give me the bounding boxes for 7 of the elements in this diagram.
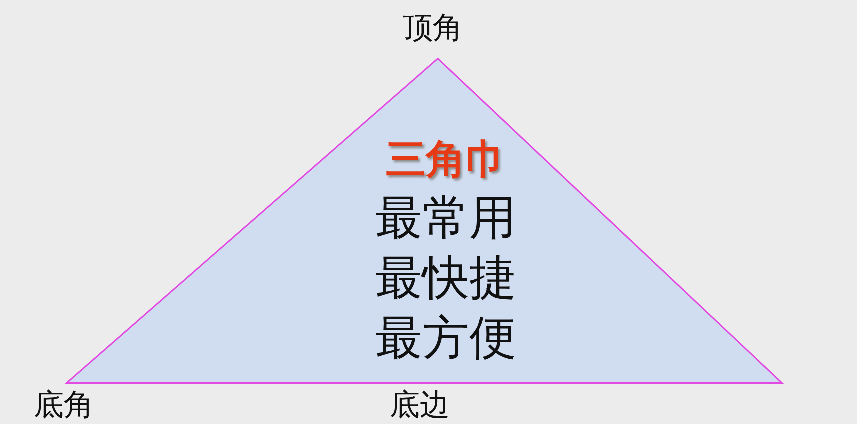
phrase-text: 最快捷 [376, 255, 516, 302]
vertex-label: 顶角 [403, 14, 463, 44]
base-label: 底边 [390, 391, 450, 421]
phrase-text: 最常用 [376, 195, 516, 242]
vertex-label: 底角 [34, 391, 94, 421]
phrase-text: 最方便 [376, 315, 516, 362]
heading-text: 三角巾 [386, 140, 506, 180]
